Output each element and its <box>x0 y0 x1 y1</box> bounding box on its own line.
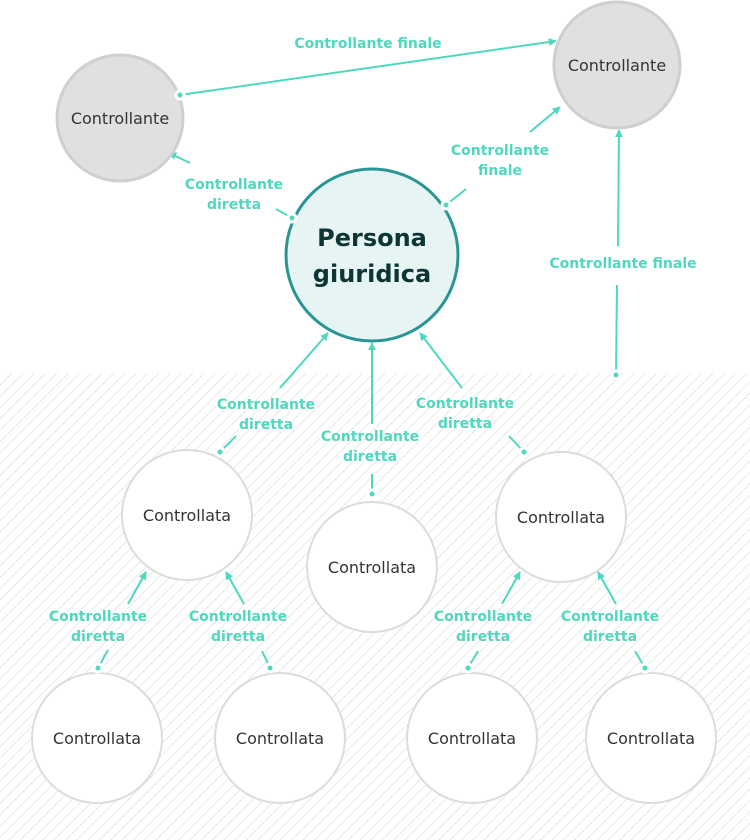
edge-source-dot <box>440 199 452 211</box>
node-controllata-c1[interactable]: Controllata <box>406 672 538 804</box>
node-controllata-c2[interactable]: Controllata <box>585 672 717 804</box>
edge-label: Controllante <box>189 609 287 625</box>
edge-source-dot <box>462 662 474 674</box>
edge-label: Controllante <box>321 429 419 445</box>
edge-arrow-line <box>419 332 463 389</box>
node-label: Controllata <box>236 729 324 748</box>
edge-label: Controllante <box>434 609 532 625</box>
node-label: Controllata <box>517 508 605 527</box>
edge-label: diretta <box>207 197 261 213</box>
edge-arrow-line <box>614 129 623 247</box>
edge-label: Controllante finale <box>549 256 696 272</box>
edge-source-dot <box>214 446 226 458</box>
edge-label: diretta <box>343 449 397 465</box>
node-label: Controllante <box>568 56 666 75</box>
edge-label: diretta <box>583 629 637 645</box>
node-label: Controllata <box>143 506 231 525</box>
edge-label: Controllante <box>49 609 147 625</box>
edge-arrow-line <box>179 38 557 96</box>
node-label: Controllata <box>428 729 516 748</box>
edge-source-dot <box>610 369 622 381</box>
edge-label: Controllante finale <box>294 36 441 52</box>
edge-arrow-line <box>501 571 521 605</box>
node-controllata-a1[interactable]: Controllata <box>31 672 163 804</box>
edge-arrow-line <box>279 332 329 389</box>
node-controllata-b[interactable]: Controllata <box>306 501 438 633</box>
edge-source-dot <box>264 662 276 674</box>
edge-label: diretta <box>456 629 510 645</box>
node-label: Controllante <box>71 109 169 128</box>
node-controllante-right[interactable]: Controllante <box>552 0 682 130</box>
edge-label: Controllante <box>416 396 514 412</box>
edge-source-dot <box>639 662 651 674</box>
node-label-line1: Persona <box>317 224 427 252</box>
edge-label: diretta <box>438 416 492 432</box>
node-label: Controllata <box>328 558 416 577</box>
node-label: Controllata <box>607 729 695 748</box>
edge-label: Controllante <box>451 143 549 159</box>
edge-source-dot <box>286 212 298 224</box>
edge-arrow-line <box>615 284 618 376</box>
node-controllata-a2[interactable]: Controllata <box>214 672 346 804</box>
edge-source-dot <box>174 89 186 101</box>
node-controllata-c[interactable]: Controllata <box>495 451 627 583</box>
edge-source-dot <box>92 662 104 674</box>
node-controllata-a[interactable]: Controllata <box>121 449 253 581</box>
edge-arrow-line <box>225 571 245 605</box>
edge-arrow-line <box>529 106 561 133</box>
node-label: Controllata <box>53 729 141 748</box>
edge-source-dot <box>518 446 530 458</box>
edge-arrow-line <box>127 571 147 605</box>
node-persona-giuridica[interactable]: Persona giuridica <box>284 167 460 343</box>
edge-source-dot <box>366 488 378 500</box>
edge-label: Controllante <box>217 397 315 413</box>
edge-label: Controllante <box>561 609 659 625</box>
edge-label: diretta <box>71 629 125 645</box>
edge-label: finale <box>478 163 522 179</box>
edge-label: Controllante <box>185 177 283 193</box>
edge-label: diretta <box>239 417 293 433</box>
edge-arrow-line <box>597 571 617 605</box>
node-label-line2: giuridica <box>313 260 431 288</box>
node-controllante-left[interactable]: Controllante <box>55 53 185 183</box>
edge-label: diretta <box>211 629 265 645</box>
